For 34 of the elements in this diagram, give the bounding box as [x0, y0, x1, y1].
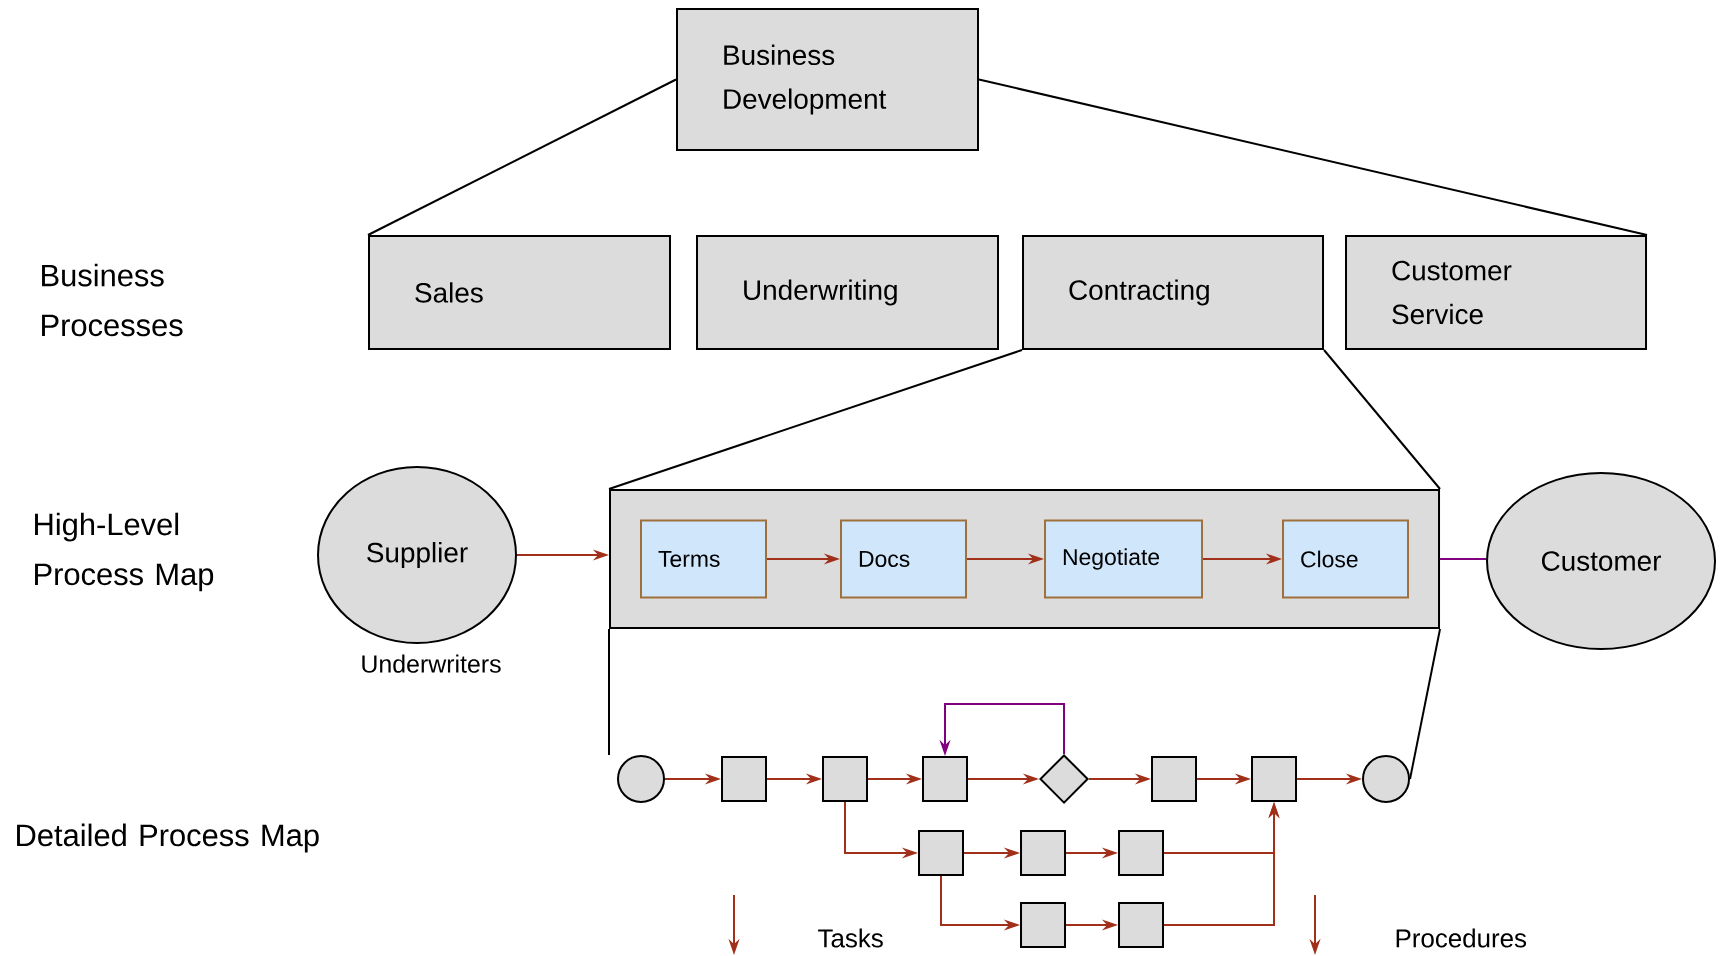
process-box: Customer Service: [1345, 235, 1647, 350]
connector-line: [608, 628, 610, 756]
task-square: [1118, 902, 1164, 948]
process-box: Underwriting: [696, 235, 999, 350]
connector-line: [367, 78, 677, 236]
task-circle: [617, 755, 665, 803]
decision-diamond: [1039, 754, 1089, 804]
row-label: Business Processes: [42, 263, 183, 337]
task-square: [1020, 902, 1066, 948]
task-square: [822, 756, 868, 802]
task-square: [721, 756, 767, 802]
connector-line: [1439, 558, 1487, 560]
process-box: Sales: [368, 235, 671, 350]
step-box: Negotiate: [1044, 519, 1203, 599]
node-caption: Underwriters: [362, 654, 501, 673]
step-box: Close: [1282, 519, 1409, 599]
task-square: [1251, 756, 1297, 802]
row-label: Detailed Process Map: [17, 823, 319, 853]
connector-line: [608, 349, 1441, 490]
connector-line: [978, 78, 1648, 236]
process-box: Business Development: [676, 8, 979, 151]
task-square: [1151, 756, 1197, 802]
task-square: [918, 830, 964, 876]
task-square: [922, 756, 968, 802]
step-box: Terms: [640, 519, 767, 599]
step-box: Docs: [840, 519, 967, 599]
process-box: Contracting: [1022, 235, 1324, 350]
row-label: High-Level Process Map: [35, 512, 214, 592]
legend-label: Tasks: [818, 928, 883, 948]
legend-label: Procedures: [1396, 928, 1527, 948]
task-square: [1118, 830, 1164, 876]
task-square: [1020, 830, 1066, 876]
connector-line: [1409, 628, 1441, 780]
task-circle: [1362, 755, 1410, 803]
